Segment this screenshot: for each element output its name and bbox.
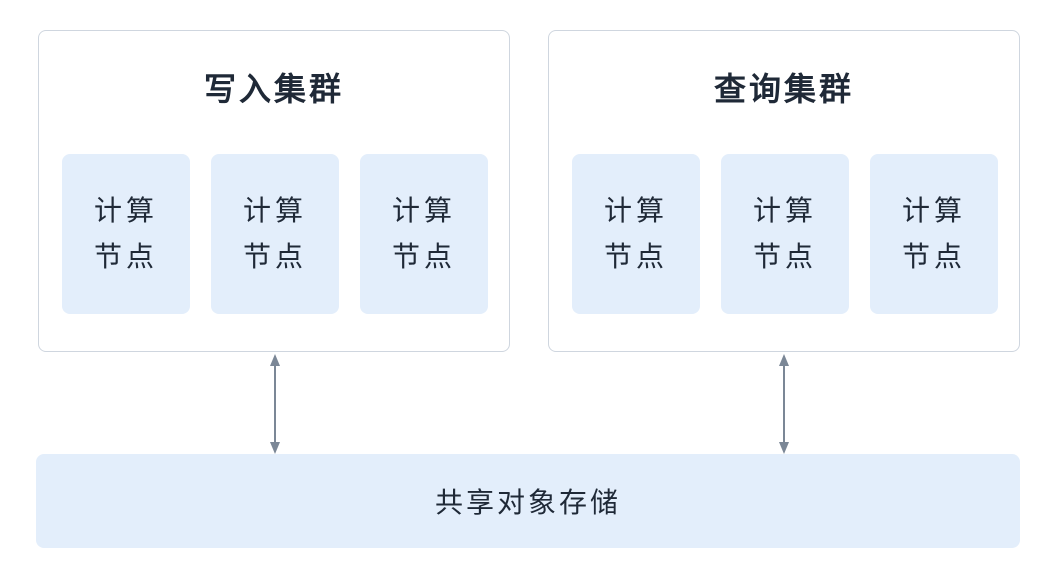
- write-compute-node-2: 计算节点: [211, 154, 339, 314]
- write-compute-node-1: 计算节点: [62, 154, 190, 314]
- compute-node-label: 计算节点: [752, 194, 817, 273]
- compute-node-label: 计算节点: [93, 194, 158, 273]
- arrow-head-down-icon: [270, 442, 280, 454]
- write-storage-arrow: [270, 354, 280, 454]
- query-cluster: 查询集群 计算节点 计算节点 计算节点: [548, 30, 1020, 352]
- arrow-head-up-icon: [270, 354, 280, 366]
- arrow-head-down-icon: [779, 442, 789, 454]
- query-compute-node-1: 计算节点: [572, 154, 700, 314]
- compute-node-label: 计算节点: [603, 194, 668, 273]
- write-cluster: 写入集群 计算节点 计算节点 计算节点: [38, 30, 510, 352]
- compute-node-label: 计算节点: [242, 194, 307, 273]
- query-compute-node-2: 计算节点: [721, 154, 849, 314]
- query-compute-node-3: 计算节点: [870, 154, 998, 314]
- compute-node-label: 计算节点: [901, 194, 966, 273]
- query-storage-arrow: [779, 354, 789, 454]
- write-compute-node-3: 计算节点: [360, 154, 488, 314]
- compute-node-label: 计算节点: [391, 194, 456, 273]
- shared-object-storage-label: 共享对象存储: [434, 486, 621, 519]
- shared-object-storage: 共享对象存储: [36, 454, 1020, 548]
- arrow-head-up-icon: [779, 354, 789, 366]
- write-cluster-title: 写入集群: [203, 70, 344, 108]
- query-cluster-title: 查询集群: [713, 70, 854, 108]
